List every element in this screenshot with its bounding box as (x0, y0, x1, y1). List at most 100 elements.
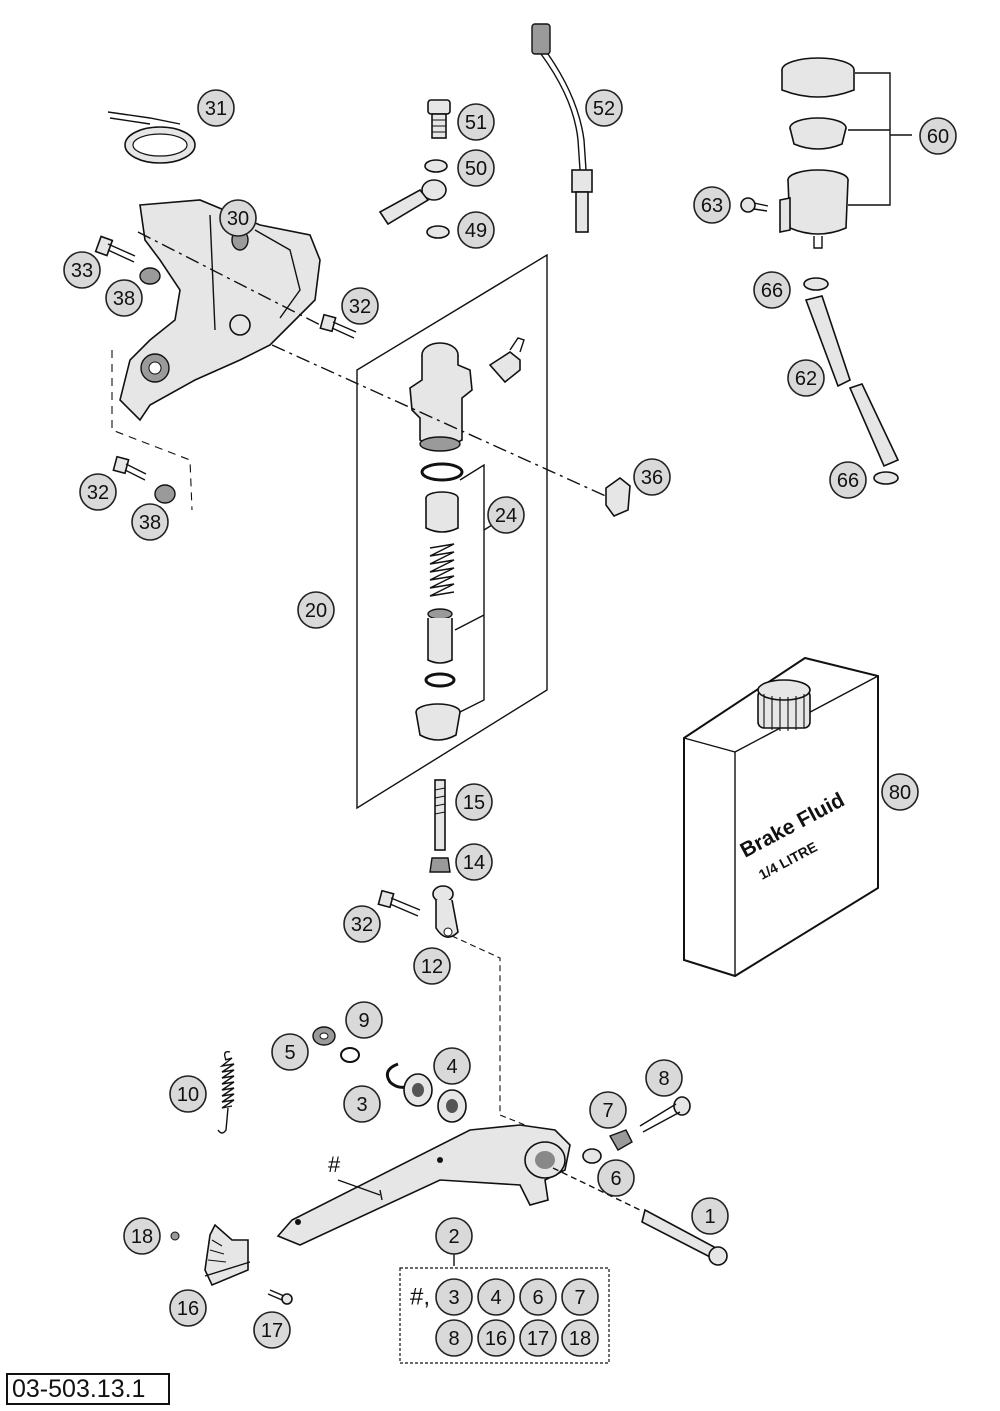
push-rod-part (434, 779, 446, 851)
callout-c32a: 32 (341, 287, 379, 325)
callout-c12: 12 (413, 947, 451, 985)
bolt-32-mid (319, 313, 357, 339)
callout-number: 38 (139, 512, 161, 534)
callout-circle (561, 1278, 599, 1316)
callout-number: 14 (463, 852, 485, 874)
callout-number: 33 (71, 260, 93, 282)
callout-c66a: 66 (753, 271, 791, 309)
return-spring-10 (217, 1050, 235, 1134)
repair-kit-bracket (459, 463, 485, 713)
brake-pedal-lever (276, 1124, 571, 1246)
callout-number: 6 (610, 1168, 621, 1190)
callout-c2: 2 (435, 1217, 473, 1255)
callout-circle (271, 1033, 309, 1071)
callout-number: 16 (485, 1328, 507, 1350)
callout-circle (79, 473, 117, 511)
callout-circle (693, 186, 731, 224)
callout-c10: 10 (169, 1075, 207, 1113)
callout-number: 32 (349, 296, 371, 318)
callout-circle (433, 1047, 471, 1085)
callout-circle (561, 1319, 599, 1357)
callout-c15: 15 (455, 783, 493, 821)
callout-circle (435, 1217, 473, 1255)
callout-c18: 18 (123, 1217, 161, 1255)
callout-c50: 50 (457, 149, 495, 187)
callout-circle (131, 503, 169, 541)
callout-c38a: 38 (105, 279, 143, 317)
callout-number: 66 (761, 280, 783, 302)
callout-number: 80 (889, 782, 911, 804)
callout-circle (197, 89, 235, 127)
lever-nut-5 (312, 1026, 336, 1046)
callout-circle (477, 1278, 515, 1316)
callout-c5: 5 (271, 1033, 309, 1071)
callout-c32b: 32 (79, 473, 117, 511)
callout-number: 31 (205, 98, 227, 120)
callout-c80: 80 (881, 773, 919, 811)
brake-fluid-bottle: Brake Fluid 1/4 LITRE (683, 656, 879, 978)
o-ring-part (420, 462, 464, 482)
piston-sleeve-part (425, 491, 459, 533)
callout-c32c: 32 (343, 905, 381, 943)
callout-circle (645, 1059, 683, 1097)
callout-circle (487, 496, 525, 534)
callout-circle (691, 1197, 729, 1235)
callout-circle (753, 271, 791, 309)
callout-number: 18 (569, 1328, 591, 1350)
callout-number: 36 (641, 467, 663, 489)
callout-circle (585, 89, 623, 127)
callout-circle (345, 1001, 383, 1039)
callout-k6: 6 (519, 1278, 557, 1316)
callout-circle (919, 117, 957, 155)
bolt-32-lower (377, 889, 421, 917)
callout-c16: 16 (169, 1289, 207, 1327)
callout-c1: 1 (691, 1197, 729, 1235)
bolt-1 (552, 1167, 728, 1266)
bolt-8 (639, 1096, 691, 1133)
callout-number: 3 (356, 1094, 367, 1116)
callout-k17: 17 (519, 1319, 557, 1357)
callout-circle (253, 1311, 291, 1349)
callout-number: 66 (837, 470, 859, 492)
callout-number: 30 (227, 208, 249, 230)
washer-6 (582, 1148, 602, 1164)
washer-9 (340, 1047, 360, 1063)
bushing-38-upper (139, 267, 161, 285)
callout-k8: 8 (435, 1319, 473, 1357)
reservoir-assembly (740, 57, 912, 249)
callout-circle (589, 1091, 627, 1129)
callout-circle (881, 773, 919, 811)
callout-number: 5 (284, 1042, 295, 1064)
callout-c24: 24 (487, 496, 525, 534)
callout-circle (597, 1159, 635, 1197)
callout-number: 9 (358, 1010, 369, 1032)
callout-number: 17 (261, 1320, 283, 1342)
callout-circle (343, 905, 381, 943)
callout-circle (519, 1319, 557, 1357)
callout-number: 20 (305, 600, 327, 622)
callout-c36: 36 (633, 458, 671, 496)
callout-number: 8 (658, 1068, 669, 1090)
callout-number: 62 (795, 368, 817, 390)
callout-number: 17 (527, 1328, 549, 1350)
callout-number: 50 (465, 158, 487, 180)
callout-c30: 30 (219, 199, 257, 237)
callout-number: 7 (602, 1100, 613, 1122)
callout-circle (343, 1085, 381, 1123)
dust-boot-part (415, 703, 461, 741)
callout-circle (219, 199, 257, 237)
callout-number: 4 (446, 1056, 457, 1078)
callout-c51: 51 (457, 103, 495, 141)
callout-c9: 9 (345, 1001, 383, 1039)
callout-number: 15 (463, 792, 485, 814)
callout-circle (457, 149, 495, 187)
master-cylinder-body (409, 337, 525, 452)
nut-7 (608, 1129, 633, 1151)
callout-circle (455, 843, 493, 881)
bolt-32-lower-left (112, 455, 147, 481)
callout-number: 1 (704, 1206, 715, 1228)
callout-c7: 7 (589, 1091, 627, 1129)
callout-circle (787, 359, 825, 397)
